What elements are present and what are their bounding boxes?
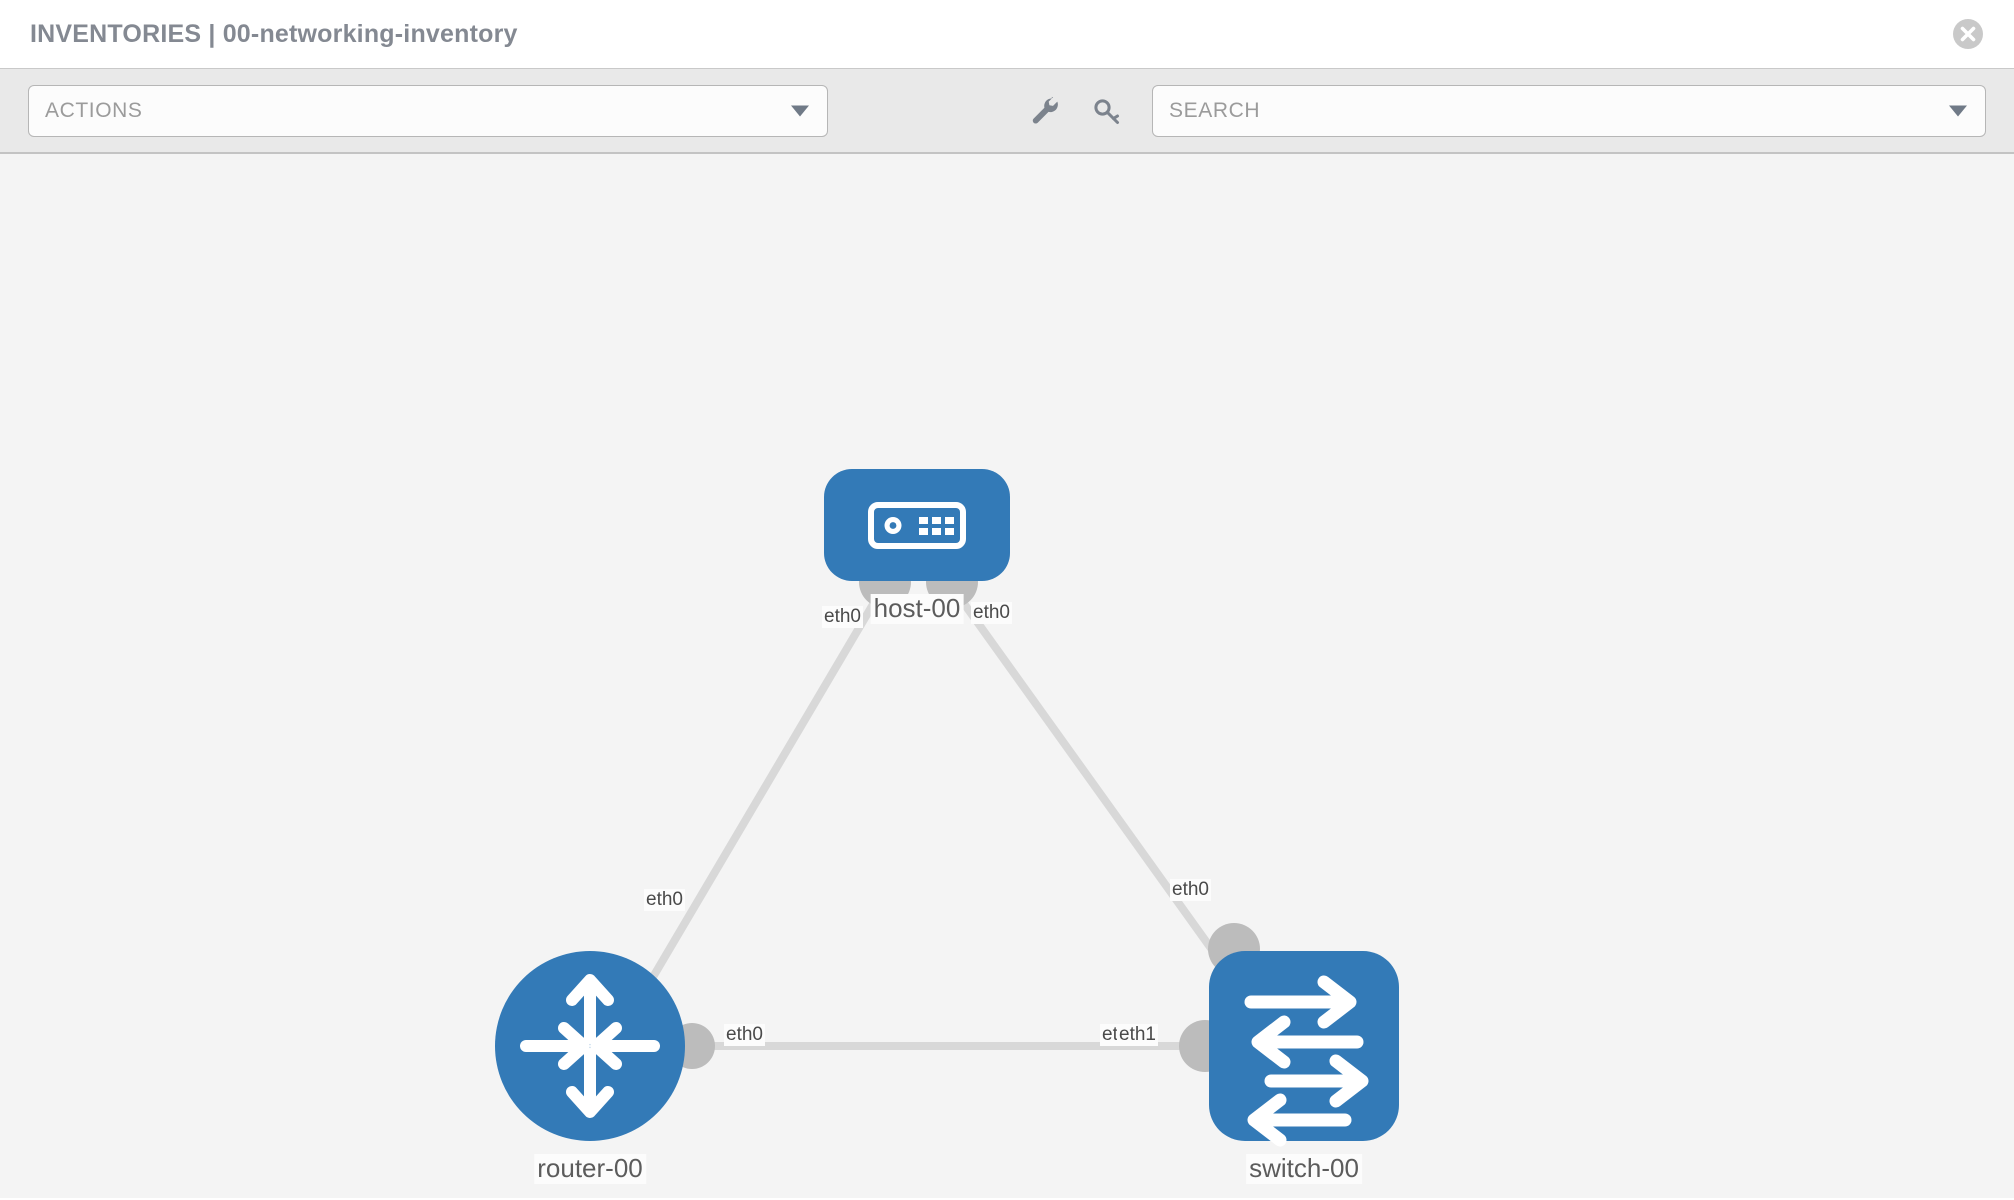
topology-links <box>636 580 1242 1050</box>
topology-graph <box>495 469 1399 1147</box>
toolbar-icon-group <box>1026 92 1126 130</box>
node-label-host-00: host-00 <box>870 593 964 624</box>
edge-label: eth0 <box>1170 879 1211 901</box>
node-host-00 <box>824 469 1010 581</box>
actions-dropdown[interactable]: ACTIONS <box>28 84 828 137</box>
wrench-icon[interactable] <box>1026 92 1064 130</box>
node-label-switch-00: switch-00 <box>1246 1153 1362 1184</box>
router-arrows-icon <box>520 974 660 1118</box>
topology-canvas[interactable]: host-00 router-00 switch-00 eth0 eth0 et… <box>0 154 2014 1198</box>
edge-label: eth0 <box>971 602 1012 624</box>
node-router-00 <box>495 951 685 1141</box>
chevron-down-icon[interactable] <box>1949 105 1967 116</box>
chevron-down-icon <box>791 105 809 116</box>
switch-arrows-icon <box>1244 975 1369 1147</box>
edge-label: eth0 <box>724 1024 765 1046</box>
node-switch-00 <box>1209 951 1399 1147</box>
search-placeholder: SEARCH <box>1169 98 1261 122</box>
key-icon[interactable] <box>1088 92 1126 130</box>
server-icon <box>868 502 966 549</box>
close-icon[interactable] <box>1952 18 1984 50</box>
page-header: INVENTORIES | 00-networking-inventory <box>0 0 2014 68</box>
toolbar: ACTIONS SEARCH <box>0 68 2014 154</box>
topology-ports <box>669 556 1260 1072</box>
link-host00-switch00 <box>946 580 1242 990</box>
search-input[interactable]: SEARCH <box>1152 84 1986 137</box>
actions-dropdown-label: ACTIONS <box>45 98 143 122</box>
node-label-router-00: router-00 <box>534 1153 646 1184</box>
page-title: INVENTORIES | 00-networking-inventory <box>30 19 518 48</box>
edge-label: eth1 <box>1117 1024 1158 1046</box>
edge-label: eth0 <box>644 889 685 911</box>
edge-label: eth0 <box>822 606 863 628</box>
link-host00-router00 <box>636 580 889 1003</box>
